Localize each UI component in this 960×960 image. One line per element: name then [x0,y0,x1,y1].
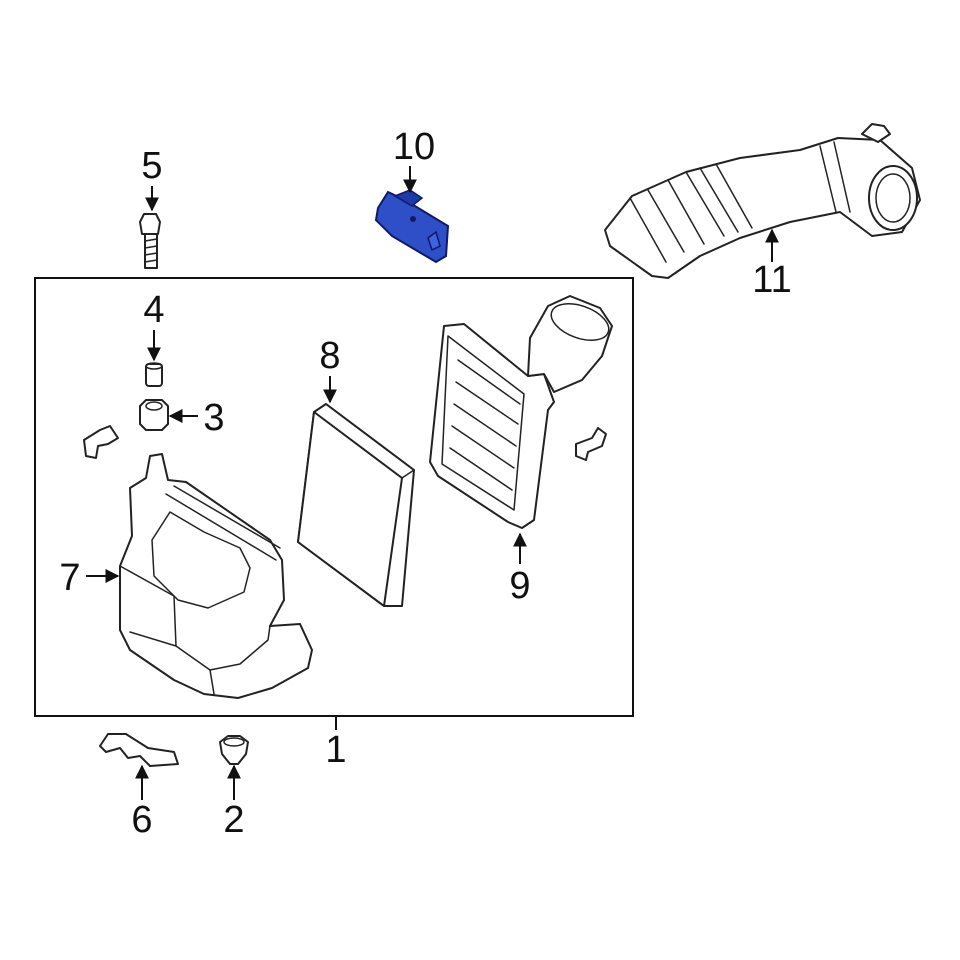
part-4-sleeve[interactable] [145,362,163,387]
part-2-grommet[interactable] [219,735,249,765]
clip-left [83,425,119,459]
callout-9: 9 [509,565,530,607]
callout-4: 4 [143,289,164,331]
callout-10: 10 [393,126,435,168]
part-5-bolt[interactable] [139,213,161,269]
part-7-lower-housing[interactable] [119,453,313,699]
part-10-mass-air-flow-sensor[interactable] [374,189,450,264]
callout-7: 7 [59,557,80,599]
part-8-filter-element[interactable] [297,403,415,607]
callout-8: 8 [319,335,340,377]
callout-11: 11 [752,259,791,301]
callout-6: 6 [131,799,152,841]
callout-3: 3 [203,397,224,439]
callout-1: 1 [325,729,346,771]
callout-2: 2 [223,799,244,841]
clip-right [575,427,607,461]
part-9-upper-cover[interactable] [429,295,614,529]
part-3-grommet[interactable] [139,399,169,431]
part-6-bracket[interactable] [99,733,179,767]
part-11-intake-hose[interactable] [604,123,921,279]
callout-5: 5 [141,145,162,187]
assembly-box [34,277,634,717]
